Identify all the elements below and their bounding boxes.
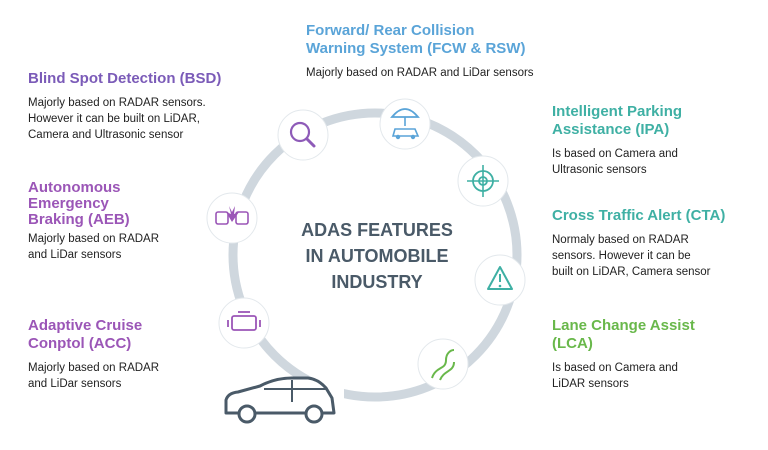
feature-lca-desc: Is based on Camera and LiDAR sensors	[552, 362, 678, 390]
feature-fcw: Forward/ Rear Collision Warning System (…	[306, 22, 534, 81]
feature-bsd-title: Blind Spot Detection (BSD)	[28, 70, 222, 87]
feature-ipa-title: Intelligent Parking Assistance (IPA)	[552, 103, 683, 138]
feature-aeb-desc: Majorly based on RADAR and LiDar sensors	[28, 233, 160, 261]
center-title: ADAS FEATURES IN AUTOMOBILE INDUSTRY	[301, 220, 453, 292]
feature-fcw-desc: Majorly based on RADAR and LiDar sensors	[306, 67, 534, 79]
car-icon	[214, 376, 344, 428]
feature-fcw-title: Forward/ Rear Collision Warning System (…	[306, 22, 526, 57]
feature-cta: Cross Traffic Alert (CTA) Normaly based …	[552, 207, 725, 280]
feature-ring	[228, 108, 522, 402]
warning-icon	[474, 254, 526, 306]
feature-bsd-desc: Majorly based on RADAR sensors. However …	[28, 97, 206, 141]
crosshair-icon	[457, 155, 509, 207]
feature-acc: Adaptive Cruise Conptol (ACC) Majorly ba…	[28, 317, 159, 392]
feature-acc-desc: Majorly based on RADAR and LiDar sensors	[28, 362, 160, 390]
feature-cta-title: Cross Traffic Alert (CTA)	[552, 207, 726, 224]
road-icon	[417, 338, 469, 390]
umbrella-car-icon	[379, 98, 431, 150]
feature-bsd: Blind Spot Detection (BSD) Majorly based…	[28, 70, 221, 143]
feature-acc-title: Adaptive Cruise Conptol (ACC)	[28, 317, 143, 352]
feature-aeb: Autonomous Emergency Braking (AEB) Major…	[28, 180, 159, 263]
feature-cta-desc: Normaly based on RADAR sensors. However …	[552, 234, 711, 278]
engine-icon	[218, 297, 270, 349]
magnifier-icon	[277, 109, 329, 161]
feature-lca: Lane Change Assist (LCA) Is based on Cam…	[552, 317, 695, 392]
feature-ipa: Intelligent Parking Assistance (IPA) Is …	[552, 103, 682, 178]
feature-aeb-title: Autonomous Emergency Braking (AEB)	[28, 179, 130, 228]
feature-lca-title: Lane Change Assist (LCA)	[552, 317, 695, 352]
collision-icon	[206, 192, 258, 244]
feature-ipa-desc: Is based on Camera and Ultrasonic sensor…	[552, 148, 678, 176]
